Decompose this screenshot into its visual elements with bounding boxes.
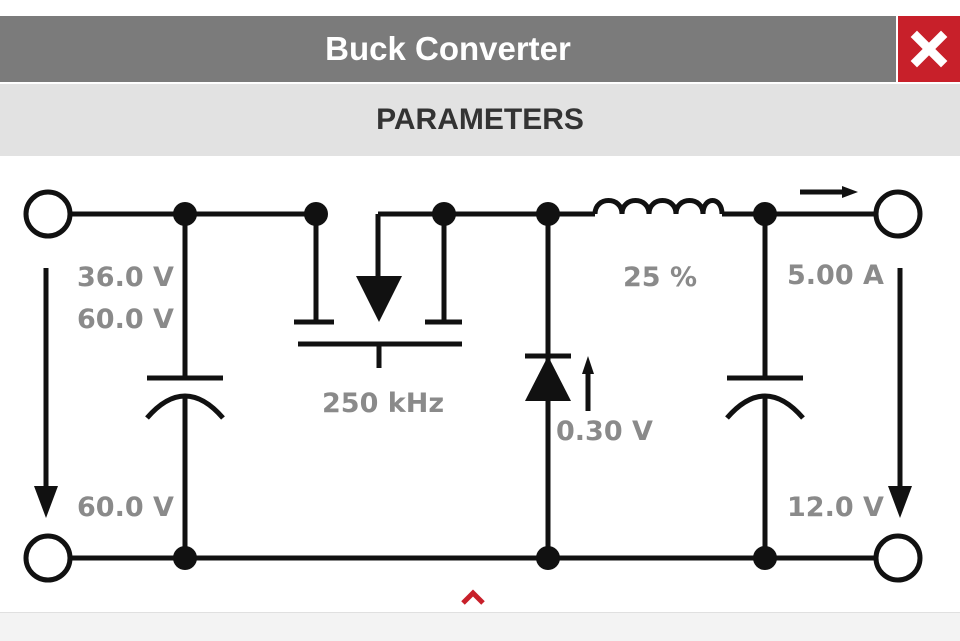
junction-dot <box>753 546 777 570</box>
bottom-panel <box>0 612 960 641</box>
input-cap-curve <box>145 393 225 420</box>
junction-dot <box>173 202 197 226</box>
diode-voltage-label[interactable]: 0.30 V <box>556 416 653 447</box>
switching-frequency-label[interactable]: 250 kHz <box>322 388 445 419</box>
input-voltage-max-label[interactable]: 60.0 V <box>77 304 174 335</box>
diode-triangle <box>525 356 571 401</box>
mosfet-diode-triangle <box>356 276 402 322</box>
output-cap-curve <box>725 393 805 420</box>
inductor-ripple-label[interactable]: 25 % <box>623 262 698 293</box>
circuit-diagram <box>23 186 923 583</box>
window-title-bar: Buck Converter <box>0 16 896 82</box>
mosfet-body-lead <box>375 211 444 276</box>
mosfet-drain-lead <box>294 214 319 325</box>
junction-dot <box>536 546 560 570</box>
current-arrowhead <box>842 186 858 198</box>
input-voltage-min-label[interactable]: 36.0 V <box>77 262 174 293</box>
output-voltage-label[interactable]: 12.0 V <box>787 492 884 523</box>
section-title: PARAMETERS <box>376 103 584 136</box>
collapse-toggle[interactable] <box>458 584 488 610</box>
close-x-icon <box>910 30 948 68</box>
output-arrowhead <box>888 486 912 518</box>
diode-voltage-arrowhead <box>582 356 594 374</box>
junction-dot <box>173 546 197 570</box>
output-terminal-negative <box>873 533 923 583</box>
close-button[interactable] <box>898 16 960 82</box>
inductor-coil <box>592 198 725 215</box>
chevron-up-icon <box>461 589 485 605</box>
output-current-label[interactable]: 5.00 A <box>787 260 884 291</box>
input-voltage-nominal-label[interactable]: 60.0 V <box>77 492 174 523</box>
input-terminal-positive <box>23 189 73 239</box>
junction-dot <box>304 202 328 226</box>
junction-dot <box>432 202 456 226</box>
parameters-header: PARAMETERS <box>0 84 960 156</box>
circuit-schematic: 36.0 V 60.0 V 60.0 V 250 kHz 0.30 V 25 %… <box>0 156 960 614</box>
window-title: Buck Converter <box>325 30 571 67</box>
top-strip <box>0 0 960 16</box>
junction-dot <box>753 202 777 226</box>
output-terminal-positive <box>873 189 923 239</box>
input-arrowhead <box>34 486 58 518</box>
input-terminal-negative <box>23 533 73 583</box>
junction-dot <box>536 202 560 226</box>
